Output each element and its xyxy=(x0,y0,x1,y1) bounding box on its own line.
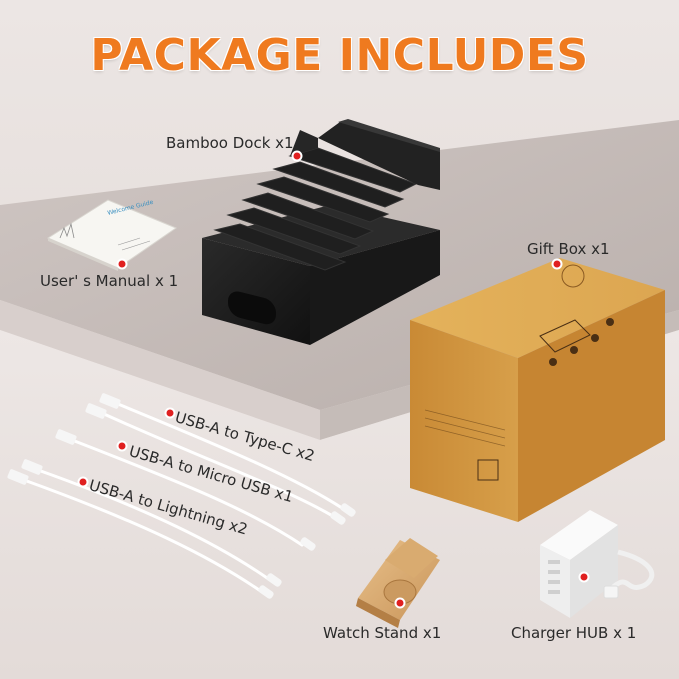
page-title: PACKAGE INCLUDES xyxy=(90,30,589,81)
watch-stand-label: Watch Stand x1 xyxy=(323,624,442,642)
marker-dot xyxy=(116,258,128,270)
bamboo-dock-label: Bamboo Dock x1 xyxy=(166,134,294,152)
charger-hub xyxy=(540,510,655,618)
bamboo-dock xyxy=(202,119,440,345)
marker-dot xyxy=(116,440,128,452)
gift-box xyxy=(410,258,665,522)
users-manual-label: User' s Manual x 1 xyxy=(40,272,179,290)
marker-dot xyxy=(291,150,303,162)
watch-stand xyxy=(356,538,440,628)
marker-dot xyxy=(578,571,590,583)
marker-dot xyxy=(394,597,406,609)
charger-hub-label: Charger HUB x 1 xyxy=(511,624,637,642)
marker-dot xyxy=(551,258,563,270)
gift-box-label: Gift Box x1 xyxy=(527,240,610,258)
marker-dot xyxy=(77,476,89,488)
marker-dot xyxy=(164,407,176,419)
